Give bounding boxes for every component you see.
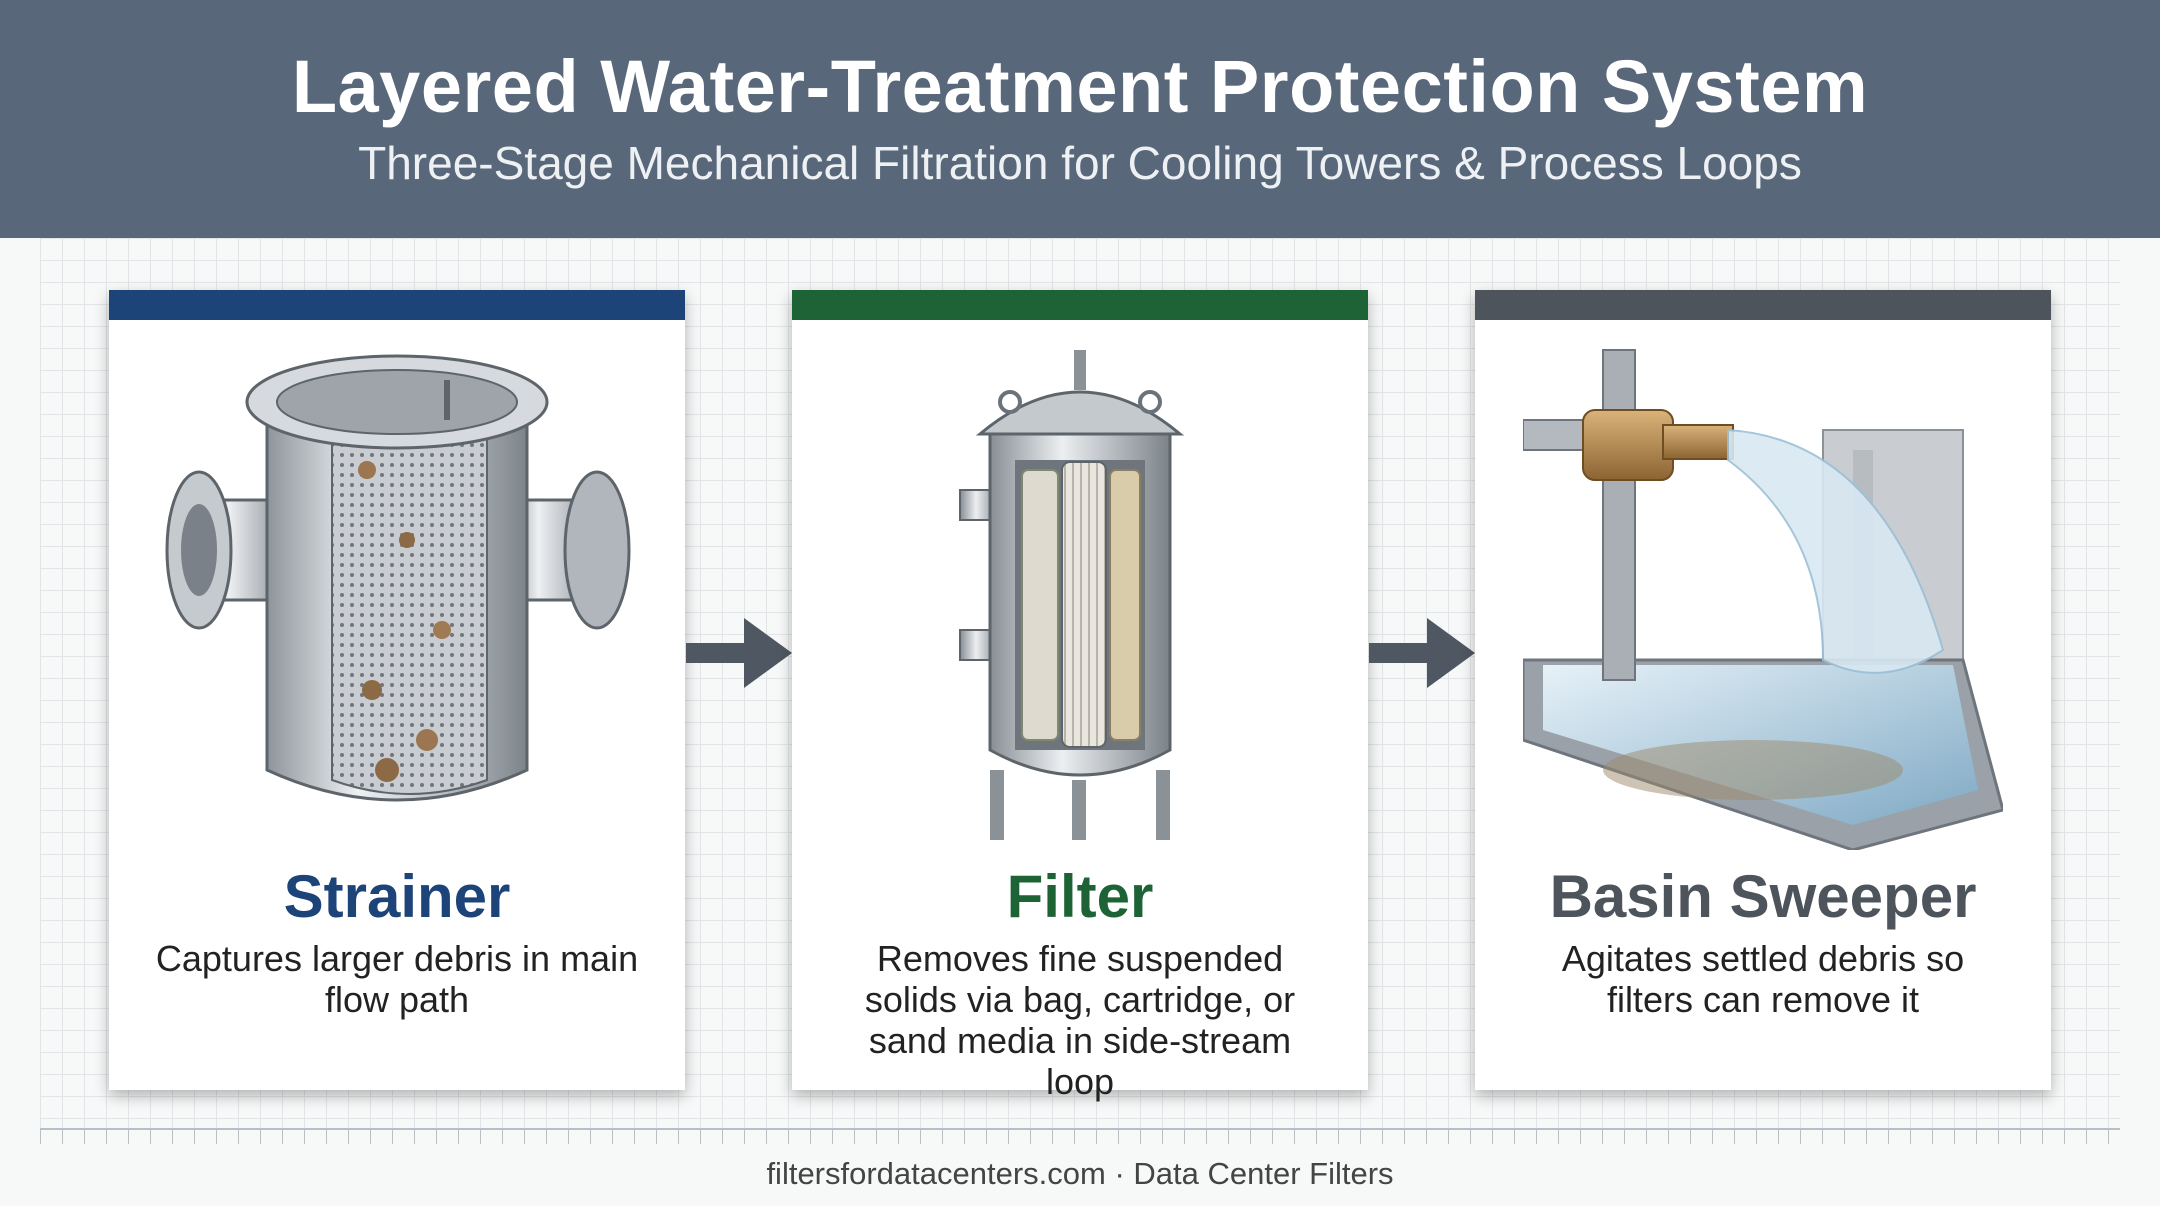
stage-accent-bar <box>109 290 685 320</box>
header-banner: Layered Water-Treatment Protection Syste… <box>0 0 2160 238</box>
ruler-line <box>40 1128 2120 1144</box>
stage-title: Strainer <box>283 863 511 930</box>
flow-arrow-icon <box>686 618 792 693</box>
stage-title: Basin Sweeper <box>1549 863 1977 930</box>
basin-sweeper-nozzle-icon <box>1475 330 2051 1130</box>
page-title: Layered Water-Treatment Protection Syste… <box>291 45 1869 128</box>
stage-card-filter: Filter Removes fine suspended solids via… <box>792 290 1368 1102</box>
footer-credit: filtersfordatacenters.com · Data Center … <box>766 1156 1394 1191</box>
stage-description: Removes fine suspended solids via bag, c… <box>864 938 1296 1102</box>
stage-card-basin-sweeper: Basin Sweeper Agitates settled debris so… <box>1475 290 2051 1090</box>
stage-accent-bar <box>792 290 1368 320</box>
page-subtitle: Three-Stage Mechanical Filtration for Co… <box>358 137 1802 189</box>
cartridge-filter-housing-icon <box>792 330 1368 1130</box>
stage-description: Captures larger debris in main flow path <box>155 938 639 1020</box>
stage-description: Agitates settled debris so filters can r… <box>1561 938 1965 1020</box>
basket-strainer-icon <box>109 330 685 1130</box>
stage-card-strainer: Strainer Captures larger debris in main … <box>109 290 685 1090</box>
flow-arrow-icon <box>1369 618 1475 693</box>
stage-accent-bar <box>1475 290 2051 320</box>
stage-title: Filter <box>1006 863 1154 930</box>
